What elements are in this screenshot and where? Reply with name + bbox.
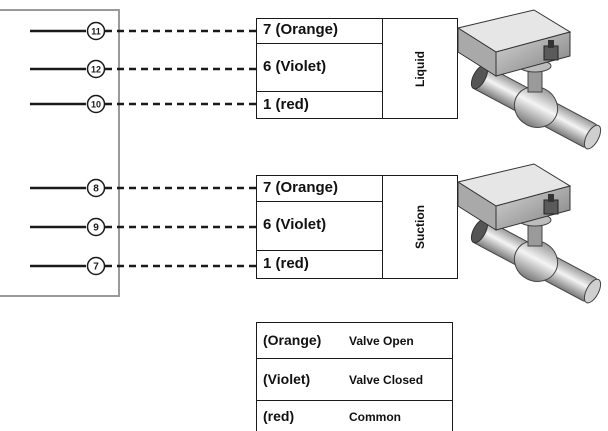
terminal-number: 8 xyxy=(93,184,99,195)
liquid-row-1: 7 (Orange) xyxy=(256,18,383,44)
liquid-row-2: 6 (Violet) xyxy=(256,43,383,92)
liquid-group-box: Liquid xyxy=(382,18,458,119)
legend-row-3: (red) Common xyxy=(256,400,453,431)
terminal-circle xyxy=(86,21,106,41)
liquid-wire-label-2: 6 (Violet) xyxy=(263,58,327,75)
suction-wire-label-3: 1 (red) xyxy=(263,255,309,272)
liquid-wire-label-1: 7 (Orange) xyxy=(263,21,339,38)
legend-color-3: (red) xyxy=(263,408,295,424)
suction-wire-label-2: 6 (Violet) xyxy=(263,216,327,233)
terminal-circle xyxy=(86,256,106,276)
suction-group-box: Suction xyxy=(382,175,458,279)
solenoid-valve-icon xyxy=(456,163,602,304)
legend-row-2: (Violet) Valve Closed xyxy=(256,358,453,401)
terminal-circle xyxy=(86,59,106,79)
terminal-number: 12 xyxy=(91,65,101,75)
liquid-row-3: 1 (red) xyxy=(256,91,383,119)
terminal-number: 7 xyxy=(93,262,99,273)
legend-color-1: (Orange) xyxy=(263,332,322,348)
liquid-group-label: Liquid xyxy=(413,50,427,87)
suction-row-1: 7 (Orange) xyxy=(256,175,383,202)
terminal-circle xyxy=(86,94,106,114)
terminal-number: 11 xyxy=(91,27,101,37)
legend-meaning-2: Valve Closed xyxy=(349,373,424,387)
suction-group-label: Suction xyxy=(413,205,427,249)
terminal-number: 9 xyxy=(93,223,99,234)
legend-color-2: (Violet) xyxy=(263,371,311,387)
suction-row-2: 6 (Violet) xyxy=(256,201,383,251)
suction-wire-label-1: 7 (Orange) xyxy=(263,179,339,196)
solenoid-valve-icon xyxy=(456,9,602,150)
legend-row-1: (Orange) Valve Open xyxy=(256,322,453,359)
terminal-number: 10 xyxy=(91,100,101,110)
legend-meaning-3: Common xyxy=(349,410,401,424)
suction-row-3: 1 (red) xyxy=(256,250,383,279)
legend-meaning-1: Valve Open xyxy=(349,334,414,348)
terminal-circle xyxy=(86,178,106,198)
liquid-wire-label-3: 1 (red) xyxy=(263,96,309,113)
terminal-circle xyxy=(86,217,106,237)
